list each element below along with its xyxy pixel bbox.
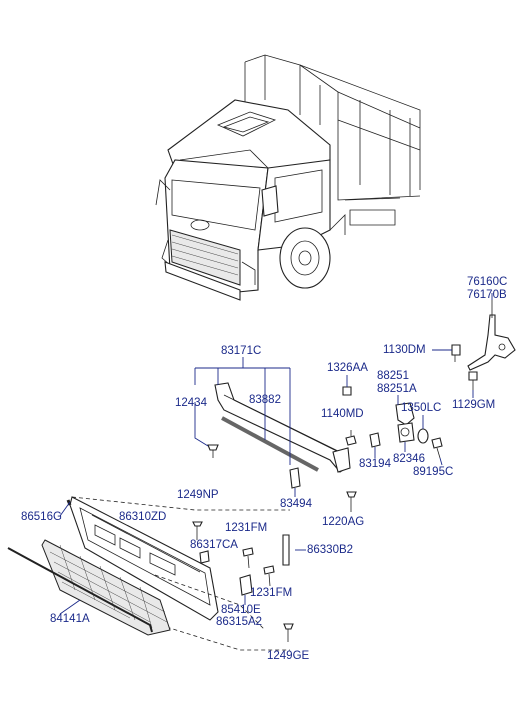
bumper-beam-83171C bbox=[214, 382, 351, 473]
screw-1249GE bbox=[283, 623, 294, 630]
label-76170B: 76170B bbox=[467, 289, 507, 301]
label-84141A: 84141A bbox=[50, 613, 90, 625]
bracket-76160C bbox=[467, 300, 516, 371]
screw-1231FM-a bbox=[242, 547, 254, 557]
label-1231FM-a: 1231FM bbox=[225, 522, 268, 534]
label-85410E: 85410E bbox=[221, 604, 261, 616]
label-86516G: 86516G bbox=[21, 511, 62, 523]
bracket-88251 bbox=[395, 402, 415, 443]
strip-83882 bbox=[221, 416, 319, 472]
label-1249NP: 1249NP bbox=[177, 489, 219, 501]
screw-1249NP bbox=[192, 521, 203, 527]
label-1220AG: 1220AG bbox=[322, 516, 365, 528]
label-86330B2: 86330B2 bbox=[307, 544, 354, 556]
label-89195C: 89195C bbox=[413, 466, 454, 478]
label-1130DM: 1130DM bbox=[383, 344, 426, 356]
clip-83194 bbox=[369, 432, 381, 448]
bolt-1140MD bbox=[345, 435, 357, 446]
bracket-85410E bbox=[239, 574, 253, 596]
label-88251A: 88251A bbox=[377, 383, 417, 395]
label-1231FM-b: 1231FM bbox=[250, 587, 293, 599]
label-86310ZD: 86310ZD bbox=[119, 511, 167, 523]
radiator-grille-86310ZD bbox=[69, 496, 219, 621]
lower-strip bbox=[7, 547, 153, 633]
label-83194: 83194 bbox=[359, 458, 391, 470]
label-83171C: 83171C bbox=[221, 345, 262, 357]
label-76160C: 76160C bbox=[467, 276, 508, 288]
label-1326AA: 1326AA bbox=[327, 362, 368, 374]
label-12434: 12434 bbox=[175, 397, 207, 409]
stay-86330B2 bbox=[282, 534, 290, 566]
label-83494: 83494 bbox=[280, 498, 312, 510]
label-86315A2: 86315A2 bbox=[216, 616, 263, 628]
bolt-89195C bbox=[431, 437, 443, 449]
label-88251: 88251 bbox=[377, 370, 409, 382]
label-86317CA: 86317CA bbox=[190, 539, 238, 551]
label-1129GM: 1129GM bbox=[452, 399, 496, 411]
screw-1220AG bbox=[346, 491, 357, 498]
molding-86516G bbox=[66, 499, 72, 506]
label-83882: 83882 bbox=[249, 394, 281, 406]
screw-1231FM-b bbox=[263, 565, 275, 575]
bolt-1130DM bbox=[451, 344, 461, 362]
label-82346: 82346 bbox=[393, 453, 425, 465]
washer-1350LC bbox=[417, 428, 429, 444]
label-1350LC: 1350LC bbox=[401, 402, 442, 414]
clip-86317CA bbox=[199, 550, 210, 564]
grille-mesh-84141A bbox=[41, 539, 171, 636]
clip-83494 bbox=[289, 467, 301, 489]
nut-1326AA bbox=[342, 386, 352, 396]
label-1140MD: 1140MD bbox=[321, 408, 364, 420]
truck-illustration bbox=[155, 54, 421, 301]
label-1249GE: 1249GE bbox=[267, 650, 310, 662]
bolt-1129GM bbox=[468, 371, 478, 390]
